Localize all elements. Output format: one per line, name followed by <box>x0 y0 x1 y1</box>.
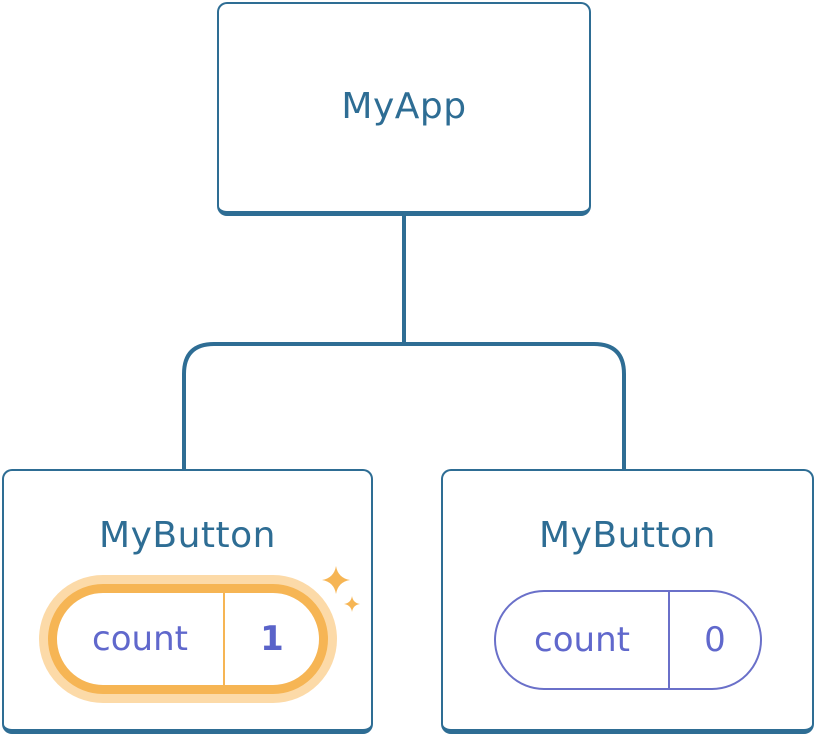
myapp-title: MyApp <box>341 86 467 127</box>
count-label: count <box>92 619 188 659</box>
count-label: count <box>534 620 630 660</box>
connector-branch <box>182 342 626 470</box>
count-button[interactable]: count 0 <box>494 590 762 690</box>
count-button-highlighted[interactable]: count 1 <box>48 584 328 694</box>
count-value: 0 <box>704 620 726 660</box>
myapp-component-box: MyApp <box>217 2 591 216</box>
mybutton-title-left: MyButton <box>99 515 276 556</box>
mybutton-title-right: MyButton <box>539 515 716 556</box>
pill-divider <box>668 592 670 688</box>
sparkle-icon <box>322 566 360 612</box>
pill-divider <box>223 593 225 685</box>
count-value: 1 <box>260 619 284 659</box>
